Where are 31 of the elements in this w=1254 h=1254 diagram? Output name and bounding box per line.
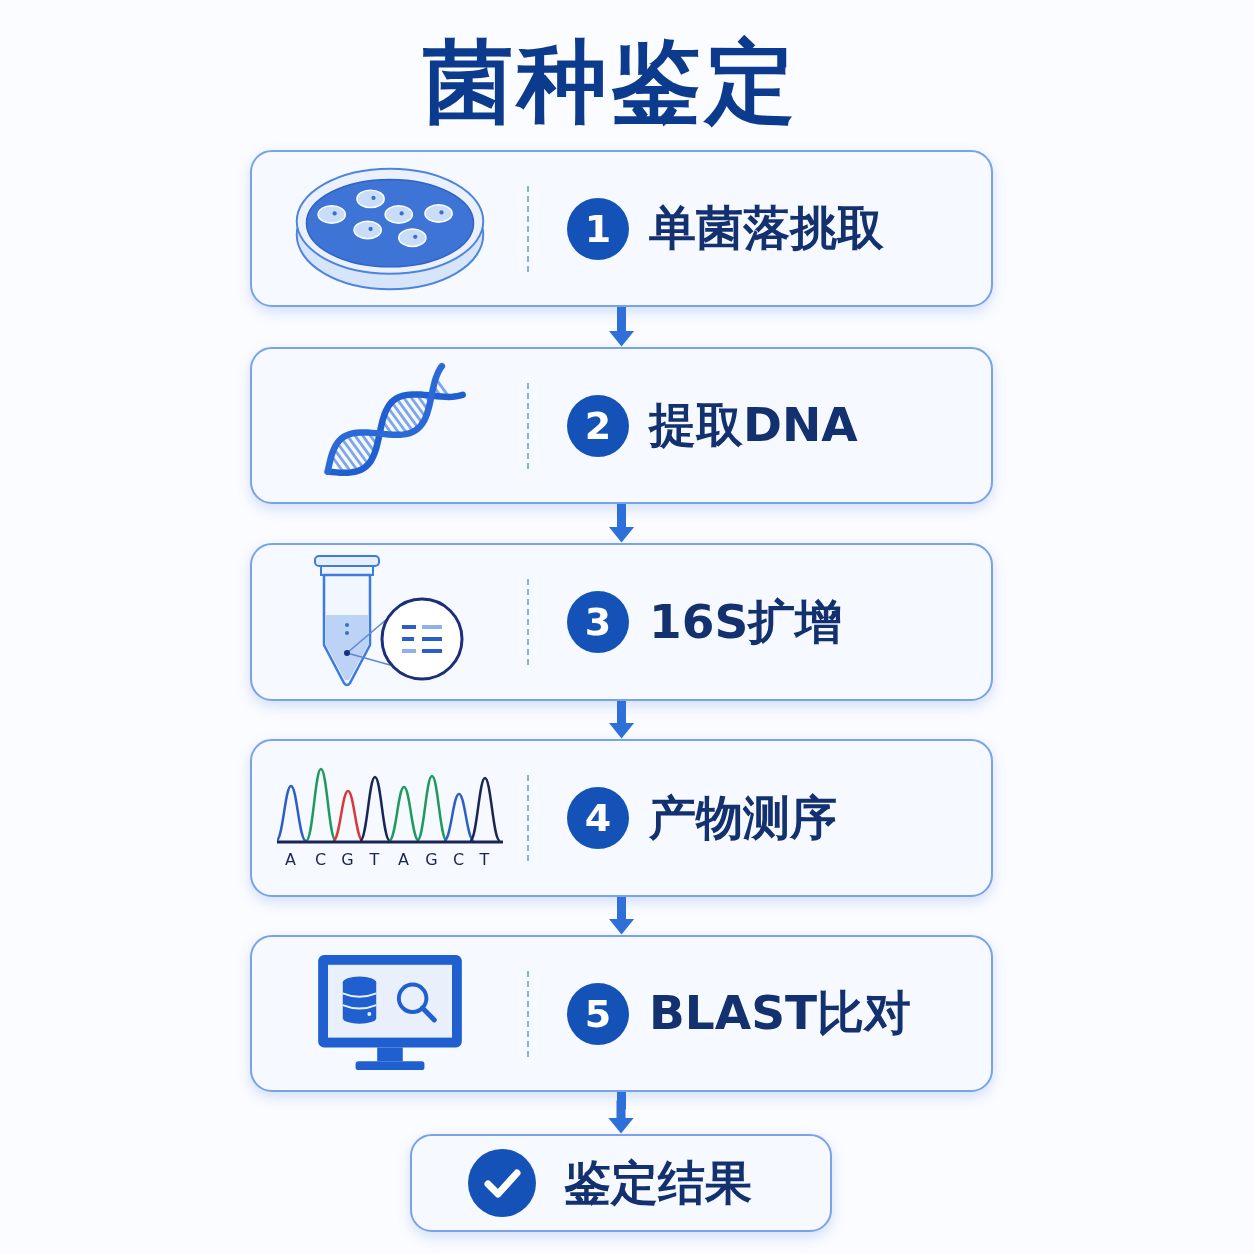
step-number: 5	[567, 982, 629, 1045]
step-title: 产物测序	[649, 788, 837, 847]
base-letter: G	[425, 850, 438, 870]
result-title: 鉴定结果	[564, 1153, 752, 1212]
arrow	[608, 897, 635, 935]
process-box	[250, 543, 993, 701]
step-title: 提取DNA	[649, 396, 858, 455]
result-box	[410, 1134, 832, 1232]
arrow	[608, 1092, 634, 1134]
process-box	[250, 347, 993, 504]
base-letter: T	[369, 850, 380, 870]
arrow	[608, 701, 635, 739]
base-letter: T	[479, 850, 490, 870]
process-box	[250, 935, 993, 1092]
arrow	[608, 307, 635, 347]
diagram-title: 菌种鉴定	[422, 28, 800, 136]
step-number: 2	[567, 394, 629, 457]
base-letter: C	[314, 850, 327, 870]
base-letter: G	[341, 850, 354, 870]
base-letter: A	[285, 850, 296, 870]
step-title: BLAST比对	[649, 984, 912, 1043]
process-box	[250, 150, 993, 307]
base-letter: C	[452, 850, 465, 870]
step-number: 3	[567, 591, 629, 653]
base-letter: A	[398, 850, 409, 870]
step-number: 4	[567, 787, 629, 849]
process-box	[250, 739, 993, 897]
step-title: 16S扩增	[649, 592, 843, 651]
arrow	[608, 504, 635, 543]
step-title: 单菌落挑取	[649, 199, 884, 258]
step-number: 1	[567, 197, 629, 260]
